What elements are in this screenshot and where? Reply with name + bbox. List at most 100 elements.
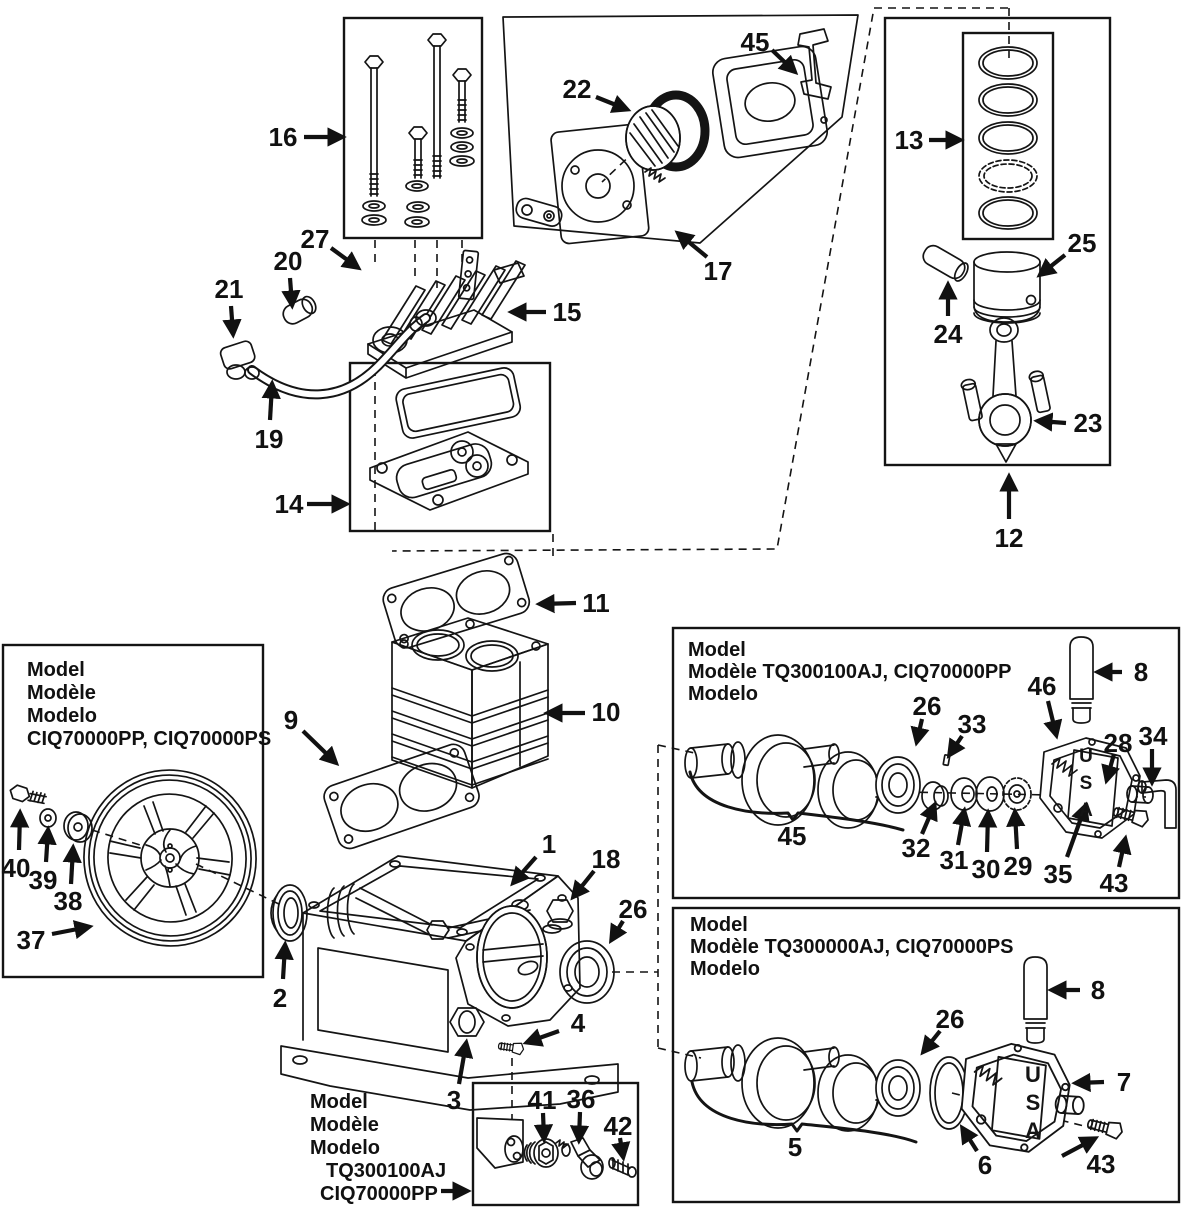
piston-box xyxy=(883,16,1112,467)
group-pump-b xyxy=(684,956,1125,1153)
model-text-line: Modelo xyxy=(27,705,97,727)
group-base-gasket xyxy=(323,743,480,850)
callout-number: 19 xyxy=(255,424,284,454)
svg-text:U: U xyxy=(1079,746,1093,767)
callout-27: 27 xyxy=(301,224,362,271)
group-cylinder xyxy=(391,617,549,789)
brace-5 xyxy=(690,1080,918,1144)
callout-26: 26 xyxy=(910,691,942,747)
callout-17: 17 xyxy=(674,230,732,286)
callout-number: 32 xyxy=(902,833,931,863)
callout-number: 42 xyxy=(604,1111,633,1141)
callout-19: 19 xyxy=(255,379,284,454)
callout-number: 5 xyxy=(788,1132,802,1162)
model-text-line: Model xyxy=(688,639,746,661)
callout-number: 45 xyxy=(741,27,770,57)
callout-number: 11 xyxy=(582,588,610,618)
group-head-bracket xyxy=(457,249,480,301)
callout-number: 7 xyxy=(1117,1067,1131,1097)
model-text-line: Modèle xyxy=(310,1114,379,1136)
callout-number: 34 xyxy=(1139,721,1168,751)
callout-34: 34 xyxy=(1139,721,1168,787)
callout-number: 3 xyxy=(447,1085,461,1115)
callout-26: 26 xyxy=(920,1004,964,1056)
model-text-line: Model xyxy=(27,659,85,681)
callout-8: 8 xyxy=(1047,975,1105,1005)
group-crankcase xyxy=(280,855,619,1111)
callout-30: 30 xyxy=(972,808,1001,884)
model-text-line: Model xyxy=(690,914,748,936)
model-text-line: Modelo xyxy=(690,958,760,980)
callout-number: 41 xyxy=(528,1085,557,1115)
callout-number: 18 xyxy=(592,844,621,874)
callout-number: 2 xyxy=(273,983,287,1013)
callout-number: 16 xyxy=(269,122,298,152)
callout-number: 36 xyxy=(567,1084,596,1114)
callout-12: 12 xyxy=(995,472,1023,553)
callout-number: 38 xyxy=(54,886,83,916)
callout-38: 38 xyxy=(54,843,83,916)
callout-16: 16 xyxy=(269,122,347,152)
callout-number: 26 xyxy=(913,691,942,721)
model-text-line: Modèle TQ300000AJ, CIQ70000PS xyxy=(690,936,1014,958)
callout-5: 5 xyxy=(788,1132,802,1162)
callout-number: 21 xyxy=(215,274,244,304)
model-text-line: Modèle xyxy=(27,682,96,704)
model-text-line: Modèle TQ300100AJ, CIQ70000PP xyxy=(688,661,1012,683)
callout-26: 26 xyxy=(608,894,648,944)
model-text-line: CIQ70000PP xyxy=(320,1183,438,1205)
callout-number: 27 xyxy=(301,224,330,254)
group-frames xyxy=(1,16,1181,1207)
callout-20: 20 xyxy=(274,246,302,310)
casting-marking: USA xyxy=(1025,1062,1041,1143)
callout-number: 30 xyxy=(972,854,1001,884)
model-text-line: Modelo xyxy=(688,683,758,705)
callout-4: 4 xyxy=(522,1008,586,1047)
callout-number: 23 xyxy=(1074,408,1103,438)
breather-plug xyxy=(546,899,574,923)
svg-text:A: A xyxy=(1025,1118,1041,1143)
callout-number: 43 xyxy=(1100,868,1129,898)
callout-45: 45 xyxy=(778,821,807,851)
group-air-filter xyxy=(502,14,859,245)
callout-43: 43 xyxy=(1061,1136,1116,1179)
callout-35: 35 xyxy=(1044,801,1090,889)
filter-clamp xyxy=(797,28,832,100)
callout-14: 14 xyxy=(275,489,351,519)
callout-9: 9 xyxy=(284,705,340,767)
group-oil-seal xyxy=(270,884,308,942)
pump-b-box xyxy=(671,906,1181,1204)
callout-number: 8 xyxy=(1134,657,1148,687)
callout-number: 45 xyxy=(778,821,807,851)
group-valve-plate xyxy=(369,367,529,511)
callout-number: 4 xyxy=(571,1008,586,1038)
callout-24: 24 xyxy=(934,280,963,349)
flywheel-box xyxy=(1,643,265,979)
callout-number: 40 xyxy=(2,853,31,883)
callout-22: 22 xyxy=(563,74,632,113)
callout-15: 15 xyxy=(507,297,581,327)
callout-43: 43 xyxy=(1100,834,1132,898)
callout-number: 22 xyxy=(563,74,592,104)
callout-number: 24 xyxy=(934,319,963,349)
callout-36: 36 xyxy=(567,1084,596,1145)
group-piston-rings xyxy=(978,46,1038,230)
callout-29: 29 xyxy=(1004,807,1032,881)
svg-text:U: U xyxy=(1025,1062,1041,1087)
callout-10: 10 xyxy=(543,697,620,727)
callout-32: 32 xyxy=(902,800,938,863)
callout-40: 40 xyxy=(2,808,31,883)
group-head-bolts xyxy=(361,33,475,228)
callout-number: 8 xyxy=(1091,975,1105,1005)
callout-number: 46 xyxy=(1028,671,1057,701)
callout-1: 1 xyxy=(510,829,556,887)
callout-number: 26 xyxy=(619,894,648,924)
callout-number: 43 xyxy=(1087,1149,1116,1179)
model-text-line: TQ300100AJ xyxy=(326,1160,446,1182)
oil-plug-nut xyxy=(449,1007,485,1037)
